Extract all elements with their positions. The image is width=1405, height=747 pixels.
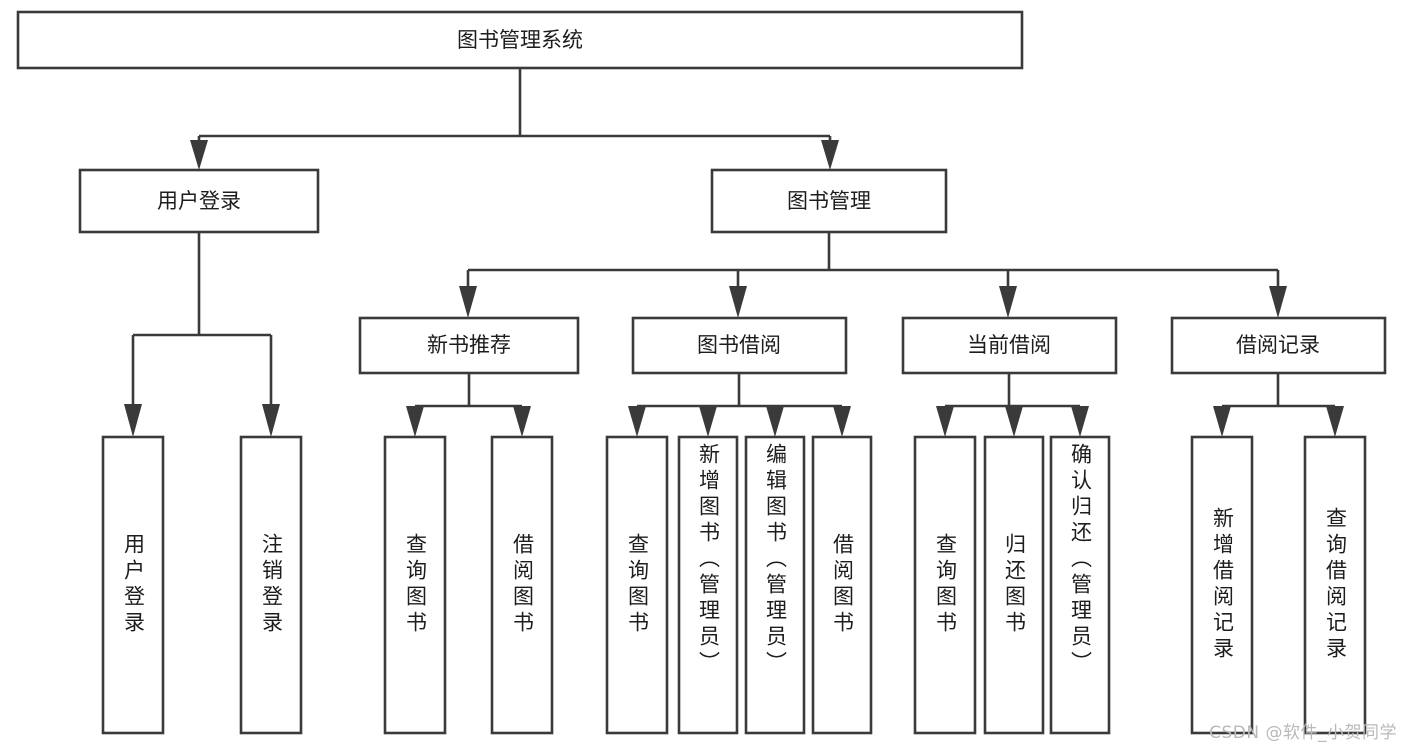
- arrow-to-leaf-br-2: [1326, 406, 1344, 437]
- current-borrow-label: 当前借阅: [967, 333, 1051, 357]
- arrow-to-borrow-record: [1269, 286, 1287, 318]
- arrow-to-leaf-bb-3: [766, 406, 784, 437]
- arrow-to-book-borrow: [729, 286, 747, 318]
- node-new-book-recommend[interactable]: 新书推荐: [358, 316, 580, 375]
- leaf-box-cb-confirm[interactable]: [1049, 435, 1111, 735]
- arrow-to-leaf-cb-3: [1071, 406, 1089, 437]
- new-book-recommend-label: 新书推荐: [427, 333, 511, 357]
- root-label: 图书管理系统: [457, 28, 583, 52]
- leaf-box-nbr-query[interactable]: [383, 435, 447, 735]
- leaf-box-bb-edit[interactable]: [744, 435, 806, 735]
- leaf-box-cb-return[interactable]: [983, 435, 1045, 735]
- arrow-to-leaf-br-1: [1213, 406, 1231, 437]
- book-borrow-label: 图书借阅: [697, 333, 781, 357]
- leaf-box-bb-add[interactable]: [677, 435, 739, 735]
- node-borrow-record[interactable]: 借阅记录: [1170, 316, 1387, 375]
- arrow-to-leaf-bb-1: [628, 406, 646, 437]
- arrow-to-leaf-cb-2: [1005, 406, 1023, 437]
- node-root[interactable]: 图书管理系统: [16, 10, 1024, 70]
- leaf-box-bb-query[interactable]: [605, 435, 669, 735]
- arrow-to-leaf-bb-4: [833, 406, 851, 437]
- leaf-box-bb-borrow[interactable]: [811, 435, 873, 735]
- leaf-box-br-query[interactable]: [1303, 435, 1367, 735]
- arrow-to-user-login: [190, 140, 208, 170]
- leaf-box-br-add[interactable]: [1190, 435, 1254, 735]
- root-box[interactable]: [16, 10, 1024, 70]
- book-manage-box[interactable]: [710, 168, 948, 234]
- node-book-manage[interactable]: 图书管理: [710, 168, 948, 234]
- arrow-to-leaf-cb-1: [936, 406, 954, 437]
- user-login-label: 用户登录: [157, 189, 241, 213]
- book-manage-label: 图书管理: [787, 189, 871, 213]
- borrow-record-label: 借阅记录: [1236, 333, 1320, 357]
- node-book-borrow[interactable]: 图书借阅: [631, 316, 848, 375]
- leaf-box-cb-query[interactable]: [913, 435, 977, 735]
- arrow-to-current-borrow: [999, 286, 1017, 318]
- arrow-to-leaf-nbr-2: [513, 406, 531, 437]
- arrow-to-book-manage: [821, 140, 839, 170]
- book-borrow-box[interactable]: [631, 316, 848, 375]
- leaf-box-nbr-borrow[interactable]: [490, 435, 554, 735]
- leaf-box-logout[interactable]: [239, 435, 303, 735]
- node-current-borrow[interactable]: 当前借阅: [901, 316, 1118, 375]
- borrow-record-box[interactable]: [1170, 316, 1387, 375]
- arrow-to-leaf-nbr-1: [406, 406, 424, 437]
- arrow-to-leaf-bb-2: [699, 406, 717, 437]
- current-borrow-box[interactable]: [901, 316, 1118, 375]
- arrow-to-new-book-recommend: [459, 286, 477, 318]
- leaf-box-user-login[interactable]: [101, 435, 165, 735]
- node-user-login[interactable]: 用户登录: [78, 168, 320, 234]
- arrow-to-leaf-user-login: [124, 404, 142, 437]
- arrow-to-leaf-logout: [262, 404, 280, 437]
- new-book-recommend-box[interactable]: [358, 316, 580, 375]
